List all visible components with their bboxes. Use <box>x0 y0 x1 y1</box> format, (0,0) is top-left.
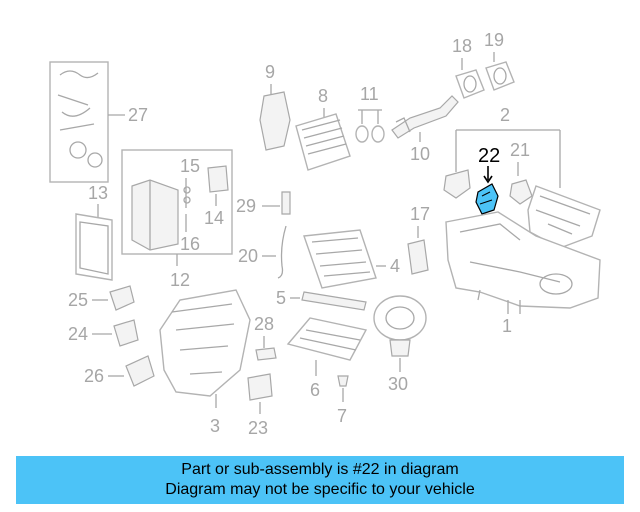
part-12-group: 15 14 16 12 <box>121 149 233 290</box>
label-4: 4 <box>390 256 400 276</box>
label-9: 9 <box>265 62 275 82</box>
label-17: 17 <box>410 204 430 224</box>
label-23: 23 <box>248 418 268 438</box>
label-2: 2 <box>500 105 510 125</box>
part-9-group: 9 <box>259 62 291 151</box>
info-banner: Part or sub-assembly is #22 in diagram D… <box>16 456 624 504</box>
part-7-group: 7 <box>337 375 349 426</box>
label-11: 11 <box>360 84 379 104</box>
part-18-19-group: 18 19 <box>452 30 515 99</box>
part-17-group: 17 <box>407 204 430 275</box>
part-21-group: 21 <box>509 140 533 205</box>
part-22-shape <box>475 183 499 215</box>
part-1-group: 1 <box>445 211 601 336</box>
part-26-group: 26 <box>84 355 155 387</box>
label-27: 27 <box>128 105 148 125</box>
label-3: 3 <box>210 416 220 436</box>
label-16: 16 <box>180 234 200 254</box>
part-5-group: 5 <box>276 288 367 311</box>
label-28: 28 <box>254 314 274 334</box>
label-18: 18 <box>452 36 472 56</box>
banner-line-1: Part or sub-assembly is #22 in diagram <box>181 461 459 478</box>
label-20: 20 <box>238 246 258 266</box>
label-19: 19 <box>484 30 504 50</box>
part-11-group: 11 <box>355 84 385 143</box>
part-13-group: 13 <box>75 183 113 281</box>
part-28-group: 28 <box>254 314 277 361</box>
label-24: 24 <box>68 324 88 344</box>
label-26: 26 <box>84 366 104 386</box>
part-24-group: 24 <box>68 319 139 347</box>
label-1: 1 <box>502 316 512 336</box>
part-25-group: 25 <box>68 285 135 311</box>
part-2-group: 2 <box>455 105 561 188</box>
part-30-group: 30 <box>373 295 427 394</box>
label-22: 22 <box>478 145 500 167</box>
part-4-group: 4 <box>303 229 400 289</box>
label-10: 10 <box>410 144 430 164</box>
part-6-group: 6 <box>286 317 368 400</box>
label-21: 21 <box>510 140 530 160</box>
part-2-left-piece <box>443 169 471 199</box>
label-6: 6 <box>310 380 320 400</box>
part-22-group: 22 <box>475 145 500 215</box>
label-7: 7 <box>337 406 347 426</box>
parts-diagram: 27 13 15 14 16 12 9 8 11 <box>49 30 601 438</box>
label-12: 12 <box>170 270 190 290</box>
banner-line-2: Diagram may not be specific to your vehi… <box>165 481 475 498</box>
label-25: 25 <box>68 290 88 310</box>
label-29: 29 <box>236 196 256 216</box>
label-14: 14 <box>204 208 224 228</box>
part-23-group: 23 <box>247 373 273 438</box>
label-5: 5 <box>276 288 286 308</box>
label-30: 30 <box>388 374 408 394</box>
part-3-group: 3 <box>159 289 251 436</box>
label-15: 15 <box>180 156 200 176</box>
part-20-group: 20 <box>238 225 287 279</box>
label-8: 8 <box>318 86 328 106</box>
part-10-group: 10 <box>391 95 459 164</box>
part-8-group: 8 <box>295 86 351 171</box>
part-29-group: 29 <box>236 191 291 216</box>
label-13: 13 <box>88 183 108 203</box>
part-27-group: 27 <box>49 61 148 183</box>
